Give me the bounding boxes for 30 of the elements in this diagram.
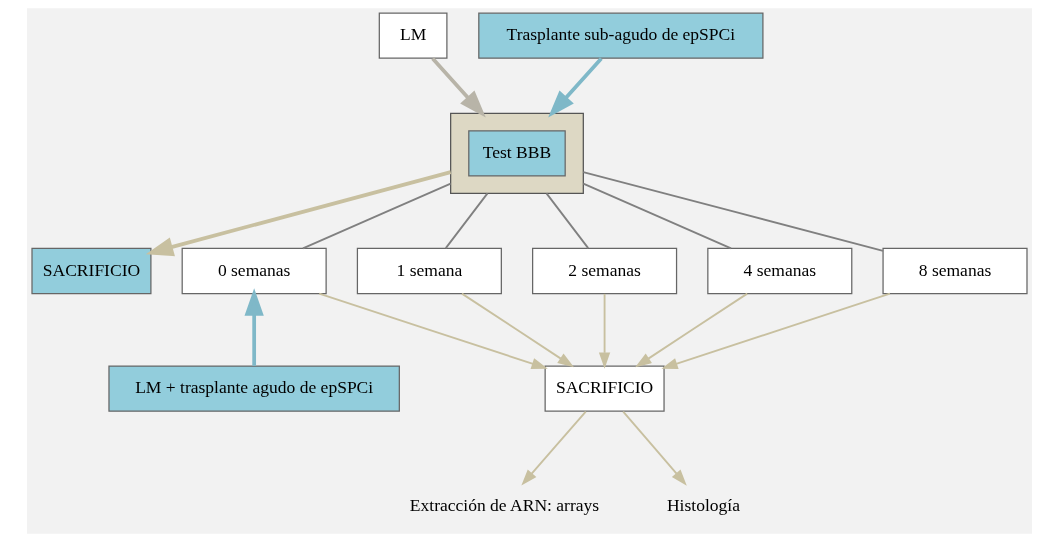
connector [545, 192, 589, 250]
node-box: LM [378, 12, 448, 59]
arrow [460, 292, 574, 368]
arrow [244, 288, 264, 366]
node-box: SACRIFICIO [544, 365, 665, 412]
node-box: Test BBB [467, 130, 566, 177]
node-box: SACRIFICIO [30, 247, 152, 295]
arrow [598, 292, 610, 369]
connector [581, 171, 884, 252]
arrow [621, 410, 687, 486]
node-box: 0 semanas [181, 247, 327, 295]
node-box: 8 semanas [881, 247, 1028, 295]
arrow [430, 57, 486, 118]
arrow [634, 292, 748, 368]
cluster [449, 112, 584, 195]
node-text: Histología [666, 494, 740, 515]
node-box: 1 semana [356, 247, 502, 295]
arrow [145, 170, 451, 257]
arrow [520, 410, 587, 486]
arrow [317, 292, 548, 370]
node-text: Extracción de ARN: arrays [409, 494, 599, 515]
arrow [547, 57, 603, 118]
node-box: 2 semanas [531, 247, 677, 295]
arrow [660, 292, 891, 370]
node-box: 4 semanas [706, 247, 852, 295]
connector [444, 192, 488, 250]
node-box: Trasplante sub-agudo de epSPCi [477, 12, 764, 59]
node-box: LM + trasplante agudo de epSPCi [107, 365, 400, 412]
connector [581, 182, 732, 250]
connector [301, 182, 452, 250]
